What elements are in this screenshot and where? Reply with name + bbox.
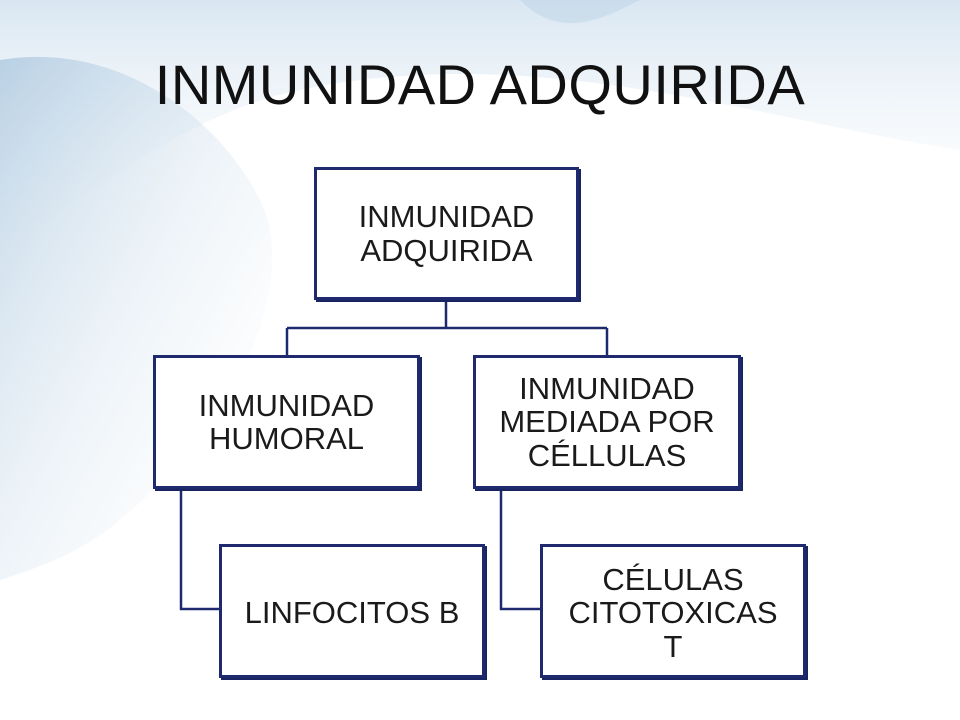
node-label: LINFOCITOS B <box>244 595 460 631</box>
node-label: INMUNIDAD HUMORAL <box>198 387 375 456</box>
node-label: INMUNIDAD MEDIADA POR CÉLLULAS <box>499 370 715 473</box>
node-label: INMUNIDAD ADQUIRIDA <box>358 199 535 268</box>
connector-cell-to-citotoxicas <box>499 489 540 611</box>
node-linfocitos-b: LINFOCITOS B <box>219 544 485 678</box>
node-celulas-citotoxicas: CÉLULAS CITOTOXICAS T <box>540 544 806 678</box>
connector-root-to-branches <box>285 300 609 355</box>
connector-humoral-to-linfocitos <box>179 489 219 611</box>
page-title: INMUNIDAD ADQUIRIDA <box>154 53 806 116</box>
node-inmunidad-humoral: INMUNIDAD HUMORAL <box>153 355 420 489</box>
node-label: CÉLULAS CITOTOXICAS T <box>568 561 778 664</box>
node-inmunidad-celular: INMUNIDAD MEDIADA POR CÉLLULAS <box>473 355 741 489</box>
node-inmunidad-adquirida: INMUNIDAD ADQUIRIDA <box>314 167 579 300</box>
